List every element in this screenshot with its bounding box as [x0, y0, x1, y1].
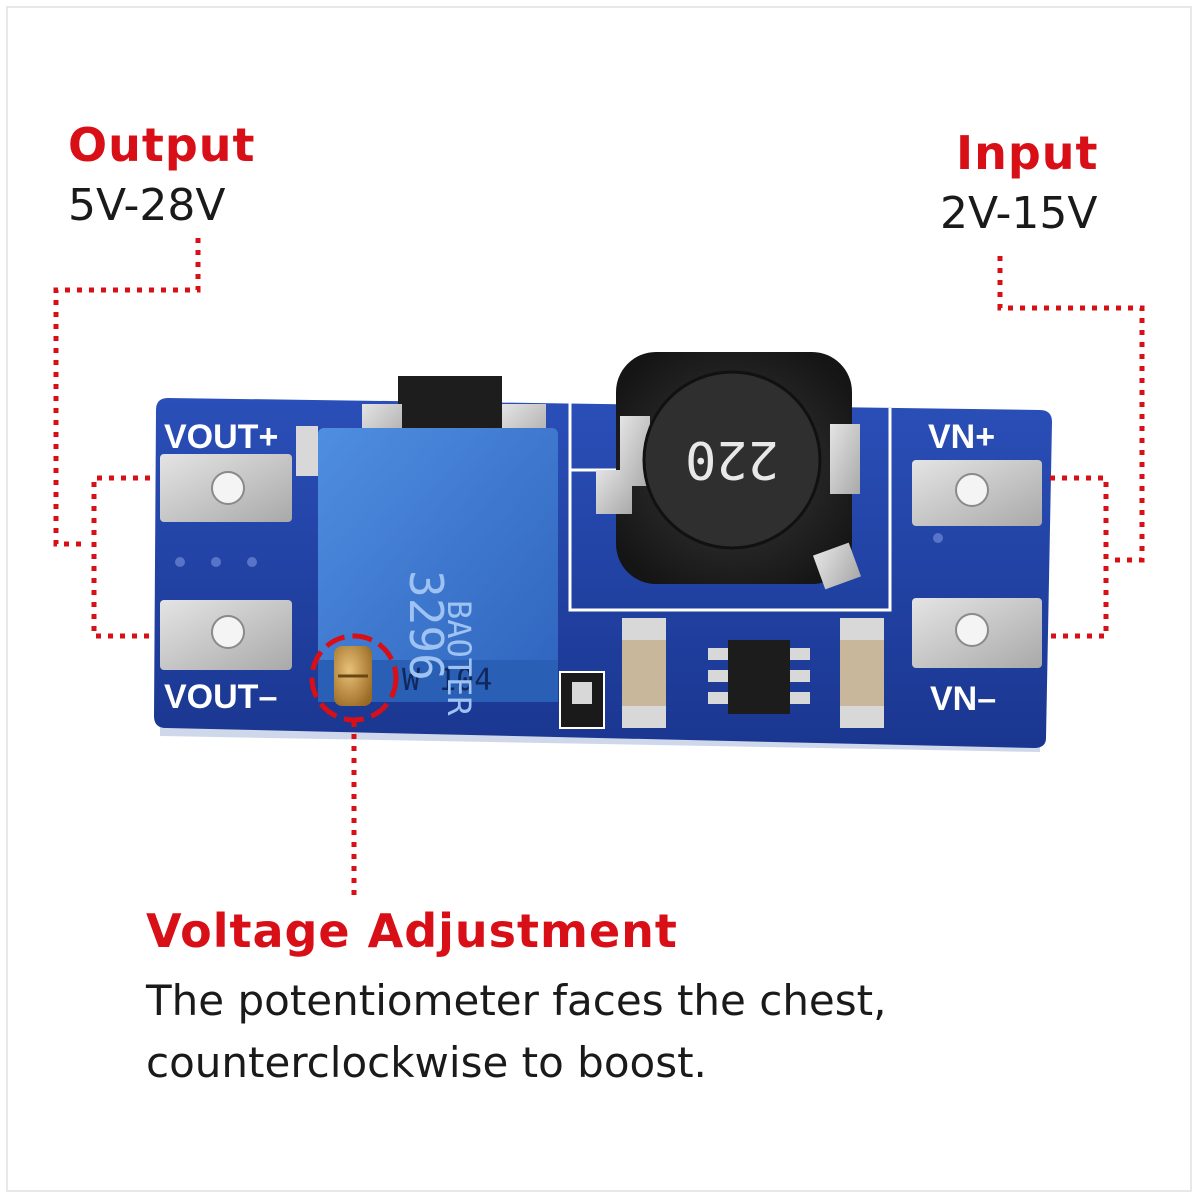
- input-bracket: [1050, 475, 1109, 639]
- label-vout-minus: VOUT–: [164, 678, 277, 716]
- adjustment-description-line1: The potentiometer faces the chest,: [146, 976, 887, 1025]
- output-range: 5V-28V: [68, 180, 226, 231]
- output-leader-line: [53, 238, 201, 547]
- adjustment-ring: [309, 633, 399, 723]
- output-title: Output: [68, 118, 256, 172]
- label-vout-plus: VOUT+: [164, 418, 278, 456]
- inductor-marking: 220: [685, 429, 779, 489]
- label-vin-minus: VN–: [930, 680, 996, 718]
- input-range: 2V-15V: [940, 188, 1098, 239]
- potentiometer: [318, 428, 558, 702]
- output-bracket: [91, 475, 150, 639]
- pot-marking-value: W 104: [402, 663, 492, 698]
- adjustment-description-line2: counterclockwise to boost.: [146, 1038, 707, 1087]
- label-vin-plus: VN+: [928, 418, 995, 456]
- pot-marking-brand: BAOTER: [440, 600, 478, 716]
- diode: [398, 376, 502, 432]
- pot-marking-main: 3296: [399, 570, 453, 681]
- adjustment-title: Voltage Adjustment: [146, 904, 678, 958]
- image-frame: [6, 6, 1192, 1192]
- input-leader-line: [997, 256, 1145, 563]
- ic-chip: [728, 640, 790, 714]
- input-title: Input: [956, 126, 1099, 180]
